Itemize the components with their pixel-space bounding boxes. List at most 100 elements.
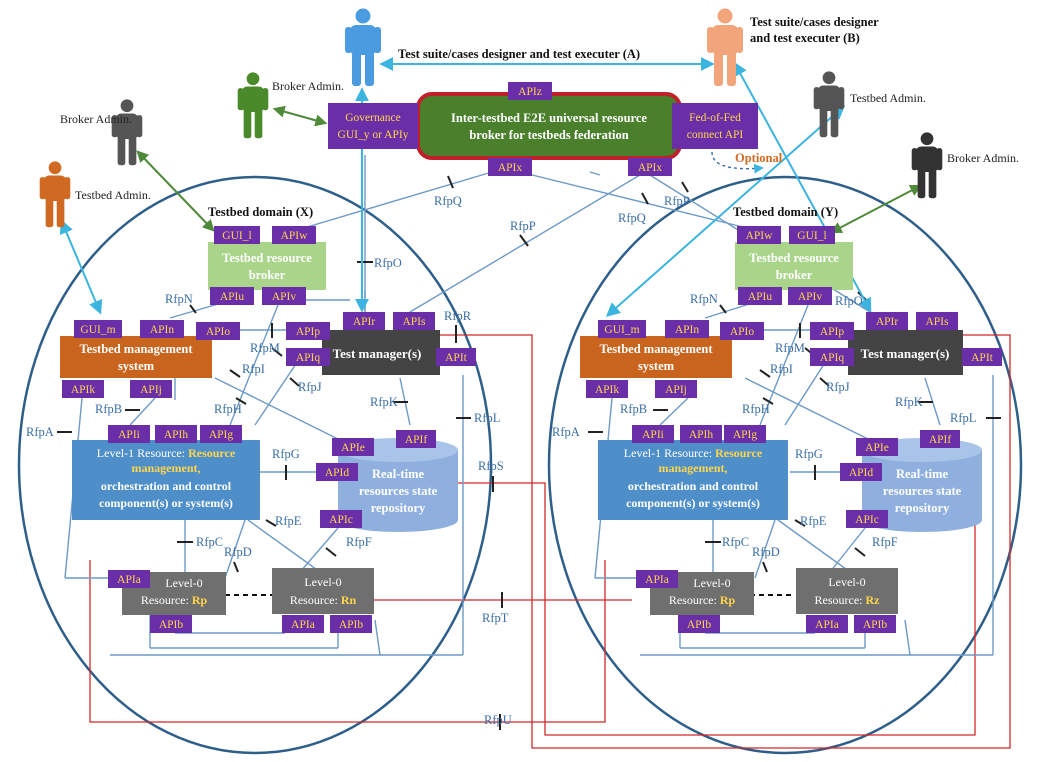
api-box-apie-y[interactable]: APIe <box>856 438 898 456</box>
rfp-t-label: RfpT <box>482 611 509 625</box>
testbed-resource-broker-y[interactable] <box>735 242 853 290</box>
api-box-apic-x[interactable]: APIc <box>320 510 362 528</box>
api-box-apiz[interactable]: APIz <box>508 82 552 100</box>
api-box-apio-x[interactable]: APIo <box>196 322 240 340</box>
svg-text:APIx: APIx <box>638 162 663 174</box>
governance-box[interactable] <box>328 103 418 149</box>
rfp-o-label-y: RfpO <box>835 294 863 308</box>
api-box-apin-x[interactable]: APIn <box>140 320 184 338</box>
svg-text:APIb: APIb <box>863 619 888 631</box>
api-box-apit-x[interactable]: APIt <box>436 348 476 366</box>
api-box-apix-left[interactable]: APIx <box>488 158 532 176</box>
api-box-apif-x[interactable]: APIf <box>396 430 436 448</box>
fed-of-fed-box[interactable] <box>672 103 758 149</box>
api-box-apiw-y[interactable]: APIw <box>737 226 781 244</box>
api-box-apiu-x[interactable]: APIu <box>210 287 254 305</box>
api-box-apit-y[interactable]: APIt <box>962 348 1002 366</box>
svg-text:APIh: APIh <box>689 429 714 441</box>
api-box-apia-y-a[interactable]: APIa <box>636 570 678 588</box>
api-box-apiv-y[interactable]: APIv <box>788 287 832 305</box>
api-box-apir-x[interactable]: APIr <box>343 312 385 330</box>
designer-b-label-line2: and test executer (B) <box>750 31 860 45</box>
mgmt-x-line1: Testbed management <box>79 342 193 356</box>
test-manager-x[interactable] <box>322 330 440 375</box>
rfp-d-label-x: RfpD <box>224 545 252 559</box>
api-box-gui-m-x[interactable]: GUI_m <box>74 320 122 338</box>
api-box-apib-x-b[interactable]: APIb <box>330 615 372 633</box>
api-box-apiv-x[interactable]: APIv <box>262 287 306 305</box>
svg-text:APIi: APIi <box>118 429 140 441</box>
level1-resource-y[interactable] <box>598 440 788 520</box>
api-box-apig-x[interactable]: APIg <box>200 425 242 443</box>
svg-text:APIs: APIs <box>925 316 949 328</box>
api-box-apib-y-b[interactable]: APIb <box>854 615 896 633</box>
api-box-apih-x[interactable]: APIh <box>155 425 197 443</box>
svg-text:APIt: APIt <box>445 352 468 364</box>
svg-text:APIr: APIr <box>353 316 376 328</box>
level0-resource-x-b[interactable] <box>272 568 374 614</box>
inter-testbed-broker-box[interactable] <box>416 92 682 160</box>
svg-text:APIf: APIf <box>405 434 428 446</box>
rfp-b-label-x: RfpB <box>95 402 122 416</box>
level0-resource-y-b[interactable] <box>796 568 898 614</box>
api-box-apir-y[interactable]: APIr <box>866 312 908 330</box>
svg-text:APIv: APIv <box>272 291 297 303</box>
api-box-apia-x-b[interactable]: APIa <box>282 615 324 633</box>
rfp-e-label-x: RfpE <box>275 514 302 528</box>
api-box-apie-x[interactable]: APIe <box>332 438 374 456</box>
level1-resource-x[interactable] <box>72 440 260 520</box>
svg-text:APIk: APIk <box>595 384 620 396</box>
rfp-n-label-x: RfpN <box>165 292 193 306</box>
svg-text:APIq: APIq <box>296 352 321 364</box>
testbed-resource-broker-x[interactable] <box>208 242 326 290</box>
level0-x-a-line1: Level-0 <box>165 576 202 590</box>
api-box-apiq-y[interactable]: APIq <box>810 348 854 366</box>
api-box-apiu-y[interactable]: APIu <box>738 287 782 305</box>
api-box-apij-y[interactable]: APIj <box>655 380 697 398</box>
test-manager-y[interactable] <box>848 330 963 375</box>
rfp-b-label-y: RfpB <box>620 402 647 416</box>
api-box-apix-right[interactable]: APIx <box>628 158 672 176</box>
api-box-apii-y[interactable]: APIi <box>632 425 674 443</box>
api-box-gui-m-y[interactable]: GUI_m <box>598 320 646 338</box>
api-box-apic-y[interactable]: APIc <box>846 510 888 528</box>
api-box-apib-x-a[interactable]: APIb <box>150 615 192 633</box>
testbed-management-system-x[interactable] <box>60 336 212 378</box>
api-box-apiq-x[interactable]: APIq <box>286 348 330 366</box>
api-box-apiw-x[interactable]: APIw <box>272 226 316 244</box>
api-box-apik-x[interactable]: APIk <box>62 380 104 398</box>
mgmt-x-line2: system <box>118 359 155 373</box>
mgmt-y-line1: Testbed management <box>599 342 713 356</box>
svg-text:APIc: APIc <box>329 514 353 526</box>
testbed-admin-label-left: Testbed Admin. <box>75 188 151 202</box>
api-box-apio-y[interactable]: APIo <box>720 322 764 340</box>
api-box-gui-l-y[interactable]: GUI_l <box>789 226 835 244</box>
testbed-domain-x-circle <box>17 175 493 755</box>
api-box-apig-y[interactable]: APIg <box>724 425 766 443</box>
rfp-j-label-x: RfpJ <box>298 380 322 394</box>
api-box-apis-x[interactable]: APIs <box>393 312 435 330</box>
api-box-apik-y[interactable]: APIk <box>586 380 628 398</box>
api-box-apih-y[interactable]: APIh <box>680 425 722 443</box>
api-box-apid-y[interactable]: APId <box>840 463 882 481</box>
api-box-apid-x[interactable]: APId <box>316 463 358 481</box>
rfp-a-label-x: RfpA <box>26 425 54 439</box>
api-box-apib-y-a[interactable]: APIb <box>678 615 720 633</box>
svg-text:APIa: APIa <box>117 574 141 586</box>
api-box-apip-x[interactable]: APIp <box>286 322 330 340</box>
rfp-o-label-x: RfpO <box>374 256 402 270</box>
api-box-apip-y[interactable]: APIp <box>810 322 854 340</box>
api-box-apia-y-b[interactable]: APIa <box>806 615 848 633</box>
api-box-apii-x[interactable]: APIi <box>108 425 150 443</box>
svg-text:APIp: APIp <box>296 326 321 338</box>
api-box-apis-y[interactable]: APIs <box>916 312 958 330</box>
api-box-apif-y[interactable]: APIf <box>920 430 960 448</box>
api-box-apia-x-a[interactable]: APIa <box>108 570 150 588</box>
svg-text:APIq: APIq <box>820 352 845 364</box>
api-box-apij-x[interactable]: APIj <box>130 380 172 398</box>
svg-text:APId: APId <box>325 467 350 479</box>
svg-text:APIn: APIn <box>675 324 700 336</box>
api-box-gui-l-x[interactable]: GUI_l <box>214 226 260 244</box>
testbed-management-system-y[interactable] <box>580 336 732 378</box>
api-box-apin-y[interactable]: APIn <box>665 320 709 338</box>
